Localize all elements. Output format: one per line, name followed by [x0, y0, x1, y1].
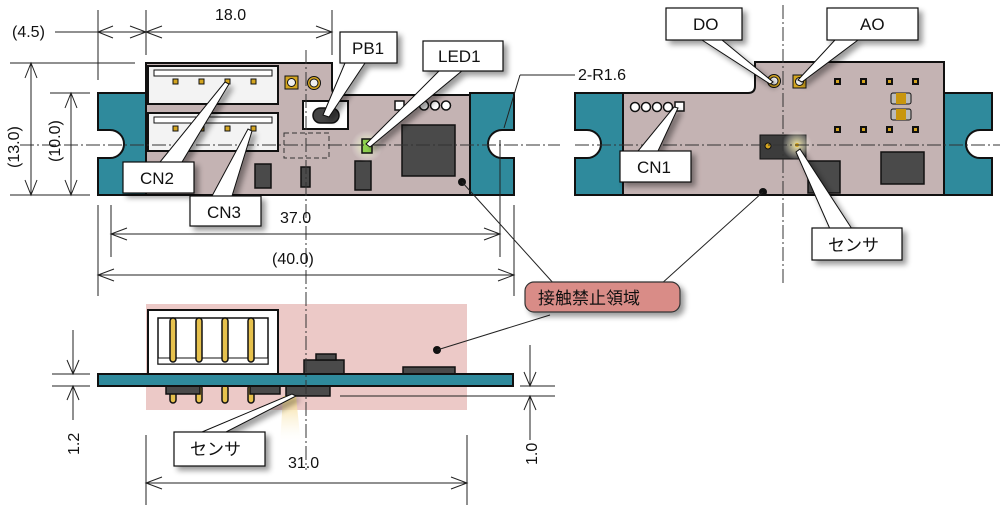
cn2-label: CN2: [140, 169, 174, 188]
cn1-label: CN1: [637, 158, 671, 177]
ao-callout: [826, 7, 919, 41]
sensor-back-callout: [811, 227, 903, 261]
back-right-tab: [943, 92, 993, 196]
dim-board-thickness: 1.2: [66, 433, 83, 455]
pb1-callout: [339, 31, 398, 64]
dim-sensor-height: 1.0: [524, 443, 541, 465]
dim-height-inner: (10.0): [47, 120, 64, 162]
keepout-label-box: [524, 281, 681, 313]
sensor-side-callout: [173, 431, 266, 467]
back-left-tab: [574, 92, 624, 196]
ic-chip: [401, 124, 456, 177]
led1: [361, 138, 373, 154]
sensor-back-label: センサ: [828, 236, 879, 256]
do-label: DO: [693, 15, 719, 34]
dim-height-outer: (13.0): [6, 126, 23, 168]
pb1-label: PB1: [352, 39, 384, 58]
dimension-lines: [10, 10, 764, 505]
cn3-callout: [189, 195, 262, 227]
dim-total-width: (40.0): [272, 251, 314, 268]
dim-offset-left: (4.5): [12, 24, 45, 41]
do-callout: [665, 7, 743, 41]
sensor-beam: [280, 396, 301, 445]
led1-label: LED1: [438, 47, 481, 66]
ao-label: AO: [860, 15, 885, 34]
dim-slot-radius: 2-R1.6: [578, 67, 626, 84]
right-mount-tab: [469, 92, 515, 196]
dim-keepout-width: 31.0: [288, 455, 319, 472]
cn1-callout: [619, 150, 692, 183]
led1-callout: [422, 40, 504, 72]
dim-hole-pitch: 37.0: [280, 210, 311, 227]
dim-connector-span: 18.0: [215, 7, 246, 24]
sensor-side-label: センサ: [190, 440, 241, 460]
cn2-callout: [122, 161, 195, 194]
cn3-label: CN3: [207, 203, 241, 222]
keepout-label: 接触禁止領域: [538, 289, 640, 309]
